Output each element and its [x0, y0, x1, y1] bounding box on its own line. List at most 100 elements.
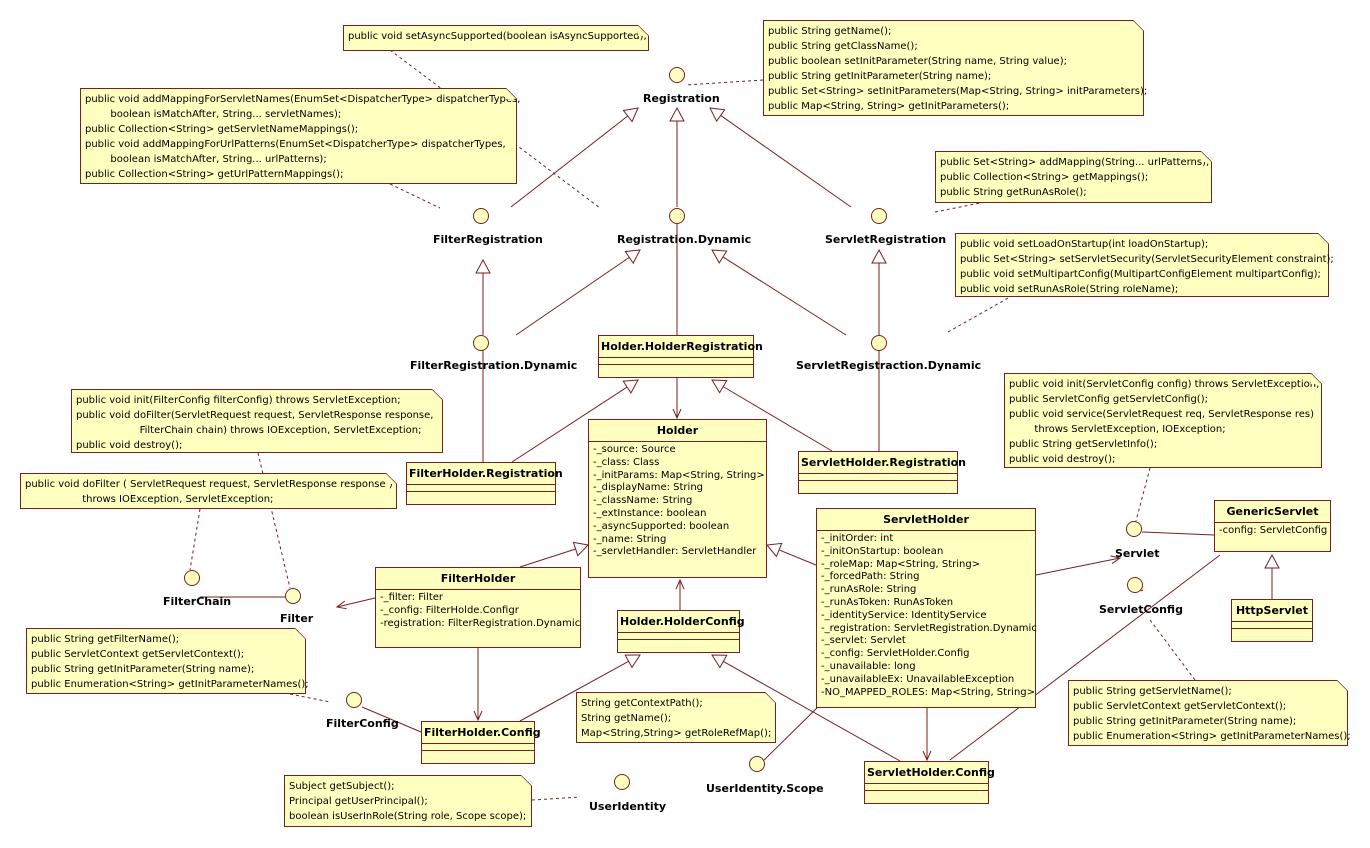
registration-dynamic-icon[interactable]: [669, 208, 685, 224]
generalization-arrowhead: [669, 106, 685, 122]
association-line: [336, 597, 376, 608]
note-line: public void destroy();: [76, 440, 183, 451]
class-name: FilterHolder.Config: [422, 722, 541, 744]
filter-config-icon[interactable]: [346, 692, 362, 708]
note-filter-chain: public void doFilter ( ServletRequest re…: [20, 473, 397, 509]
note-line: public Set<String> addMapping(String... …: [940, 157, 1210, 168]
note-filter-config: public String getFilterName();public Ser…: [26, 628, 309, 694]
generalization-arrowhead: [624, 654, 641, 669]
generalization-arrowhead: [711, 654, 728, 669]
class-attribute: -_asyncSupported: boolean: [593, 520, 730, 532]
class-attribute: -config: ServletConfig: [1219, 525, 1328, 536]
association-line: [1035, 557, 1121, 576]
filter-icon[interactable]: [285, 588, 301, 604]
class-name: FilterHolder.Registration: [407, 463, 563, 485]
note-line: public String getClassName();: [768, 41, 918, 52]
generalization-arrowhead: [871, 248, 887, 264]
class-holder-holderregistration[interactable]: Holder.HolderRegistration: [598, 335, 763, 378]
note-line: public String getInitParameter(String na…: [31, 664, 255, 675]
class-filterholder[interactable]: FilterHolder-_filter: Filter-_config: Fi…: [375, 567, 581, 648]
note-line: String getName();: [581, 713, 672, 724]
note-line: throws IOException, ServletException;: [25, 494, 274, 505]
registration-icon[interactable]: [669, 67, 685, 83]
note-line: public void init(FilterConfig filterConf…: [76, 395, 401, 406]
filter-chain-icon[interactable]: [184, 570, 200, 586]
note-line: public void setMultipartConfig(Multipart…: [960, 269, 1321, 280]
class-compartment: [865, 791, 988, 797]
class-compartment: [799, 481, 957, 487]
class-attribute: -_config: ServletHolder.Config: [821, 648, 970, 660]
note-line: Subject getSubject();: [289, 781, 395, 792]
class-name: Holder.HolderRegistration: [599, 336, 763, 358]
note-line: public Enumeration<String> getInitParame…: [1073, 731, 1351, 742]
generalization-arrowhead: [624, 249, 641, 265]
note-line: boolean isUserInRole(String role, Scope …: [289, 811, 527, 822]
user-identity-scope-icon[interactable]: [749, 756, 765, 772]
class-attributes: -config: ServletConfig: [1215, 523, 1330, 540]
note-line: public void addMappingForUrlPatterns(Enu…: [85, 139, 506, 150]
class-attribute: -_filter: Filter: [380, 592, 444, 603]
class-servletholder[interactable]: ServletHolder-_initOrder: int-_initOnSta…: [816, 508, 1037, 708]
class-attribute: -_roleMap: Map<String, String>: [821, 558, 981, 570]
class-filterholder-config[interactable]: FilterHolder.Config: [421, 721, 541, 764]
servlet-registration-dynamic-icon[interactable]: [871, 335, 887, 351]
class-holder-holderconfig[interactable]: Holder.HolderConfig: [617, 610, 745, 653]
class-holder[interactable]: Holder-_source: Source-_class: Class-_in…: [588, 419, 767, 578]
servlet-config-icon[interactable]: [1127, 577, 1143, 593]
class-attributes: -_source: Source-_class: Class-_initPara…: [589, 442, 766, 561]
note-line: throws ServletException, IOException;: [1009, 424, 1226, 435]
note-line: public Collection<String> getMappings();: [940, 172, 1149, 183]
generalization-arrowhead: [766, 542, 783, 558]
class-attribute: -_forcedPath: String: [821, 571, 920, 583]
servlet-registration-dynamic-label: ServletRegistraction.Dynamic: [796, 359, 982, 372]
edge: [949, 554, 1221, 761]
class-compartment: [1232, 629, 1312, 635]
class-filterholder-registration[interactable]: FilterHolder.Registration: [406, 462, 563, 505]
class-httpservlet[interactable]: HttpServlet: [1231, 599, 1313, 642]
servlet-registration-label: ServletRegistration: [825, 233, 947, 246]
filter-registration-icon[interactable]: [473, 208, 489, 224]
servlet-icon[interactable]: [1126, 521, 1142, 537]
class-attribute: -_displayName: String: [593, 482, 704, 494]
note-registration: public String getName();public String ge…: [763, 20, 1147, 116]
note-line: boolean isMatchAfter, String... urlPatte…: [85, 154, 327, 165]
filter-registration-dynamic-icon[interactable]: [473, 335, 489, 351]
note-line: public Map<String, String> getInitParame…: [768, 101, 1010, 112]
servlet-config-label: ServletConfig: [1099, 603, 1183, 616]
note-servlet: public void init(ServletConfig config) t…: [1004, 373, 1322, 468]
class-compartment: [422, 751, 534, 757]
note-line: boolean isMatchAfter, String... servletN…: [85, 109, 342, 120]
class-attributes: -_initOrder: int-_initOnStartup: boolean…: [817, 531, 1037, 701]
note-servlet-config: public String getServletName();public Se…: [1068, 680, 1351, 746]
note-servlet-registration: public Set<String> addMapping(String... …: [935, 151, 1212, 203]
class-name: Holder: [589, 420, 766, 442]
note-line: public void doFilter ( ServletRequest re…: [25, 479, 393, 490]
association-arrowhead: [922, 750, 932, 762]
association-arrowhead: [675, 578, 685, 590]
class-genericservlet[interactable]: GenericServlet-config: ServletConfig: [1214, 500, 1331, 552]
note-line: public boolean setInitParameter(String n…: [768, 56, 1067, 67]
edge: [759, 704, 821, 765]
note-link: [1135, 467, 1151, 522]
note-holder-config: String getContextPath();String getName()…: [576, 692, 776, 743]
filter-chain-label: FilterChain: [163, 595, 232, 608]
class-servletholder-config[interactable]: ServletHolder.Config: [864, 761, 995, 804]
note-link: [947, 296, 1011, 333]
user-identity-icon[interactable]: [614, 774, 630, 790]
note-line: public void addMappingForServletNames(En…: [85, 94, 521, 105]
class-attribute: -_source: Source: [593, 444, 676, 455]
class-attribute: -_config: FilterHolde.Configr: [380, 604, 519, 616]
note-link: [934, 202, 981, 213]
class-attribute: -_className: String: [593, 495, 693, 507]
edge: [1140, 589, 1144, 592]
note-line: Principal getUserPrincipal();: [289, 796, 428, 807]
note-line: public void setRunAsRole(String roleName…: [960, 284, 1179, 295]
class-attribute: -_unavailable: long: [821, 660, 916, 672]
class-servletholder-registration[interactable]: ServletHolder.Registration: [798, 451, 966, 494]
generalization-arrowhead: [572, 541, 590, 557]
servlet-label: Servlet: [1115, 547, 1160, 560]
servlet-registration-icon[interactable]: [871, 208, 887, 224]
class-attribute: -_initOnStartup: boolean: [821, 545, 944, 557]
